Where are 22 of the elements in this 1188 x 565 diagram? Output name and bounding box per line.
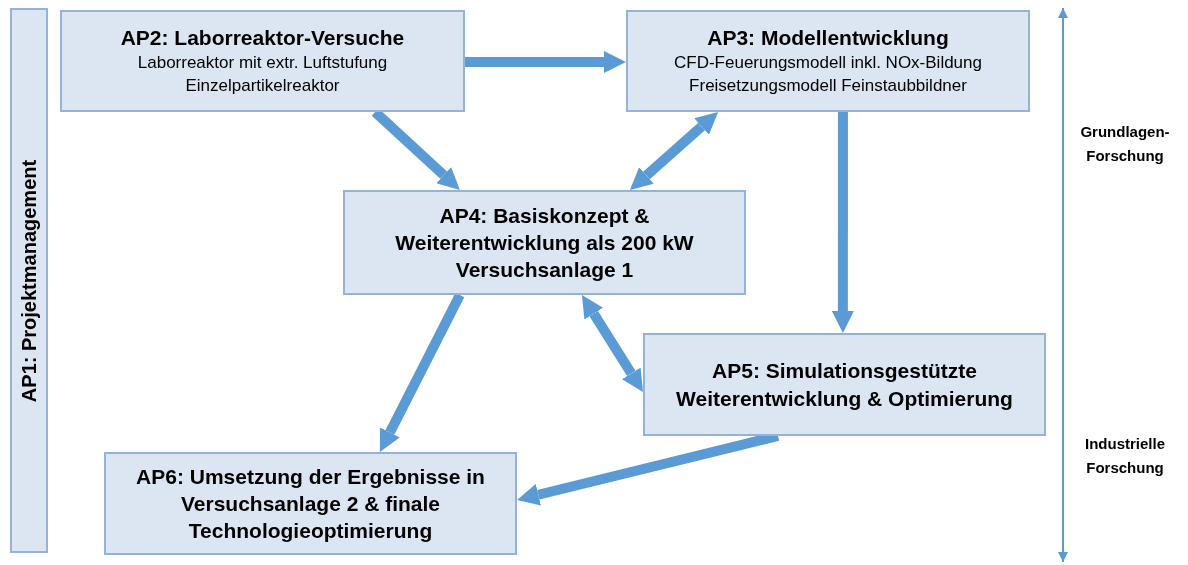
box-title: AP3: Modellentwicklung	[707, 25, 949, 52]
arrow	[629, 112, 719, 190]
process-box	[60, 10, 465, 112]
box-text: Freisetzungsmodell Feinstaubbildner	[689, 74, 967, 97]
box-title: AP2: Laborreaktor-Versuche	[120, 25, 405, 52]
box-title: AP5: Simulationsgestützte Weiterentwicklung & Optimierung	[675, 358, 1014, 412]
arrow	[831, 112, 854, 333]
axis-label: Grundlagen-Forschung	[1079, 122, 1171, 166]
axis-label: Industrielle Forschung	[1084, 434, 1166, 478]
box-title: AP1: Projektmanagement	[17, 159, 41, 402]
box-title: AP6: Umsetzung der Ergebnisse in Versuchsanlage 2 & finale Technologieoptimierung	[135, 463, 486, 545]
process-box	[104, 452, 517, 555]
box-text: Einzelpartikelreaktor	[185, 74, 340, 97]
process-box	[626, 10, 1030, 112]
arrow	[582, 295, 643, 392]
box-text: Laborreaktor mit extr. Luftstufung	[137, 51, 388, 74]
arrow	[465, 51, 626, 73]
box-text: CFD-Feuerungsmodell inkl. NOx-Bildung	[674, 51, 982, 74]
process-box	[343, 190, 746, 295]
box-title: AP4: Basiskonzept & Weiterentwicklung als 200 kW Versuchsanlage 1	[394, 202, 695, 284]
process-box	[643, 333, 1046, 436]
process-box	[10, 8, 48, 553]
